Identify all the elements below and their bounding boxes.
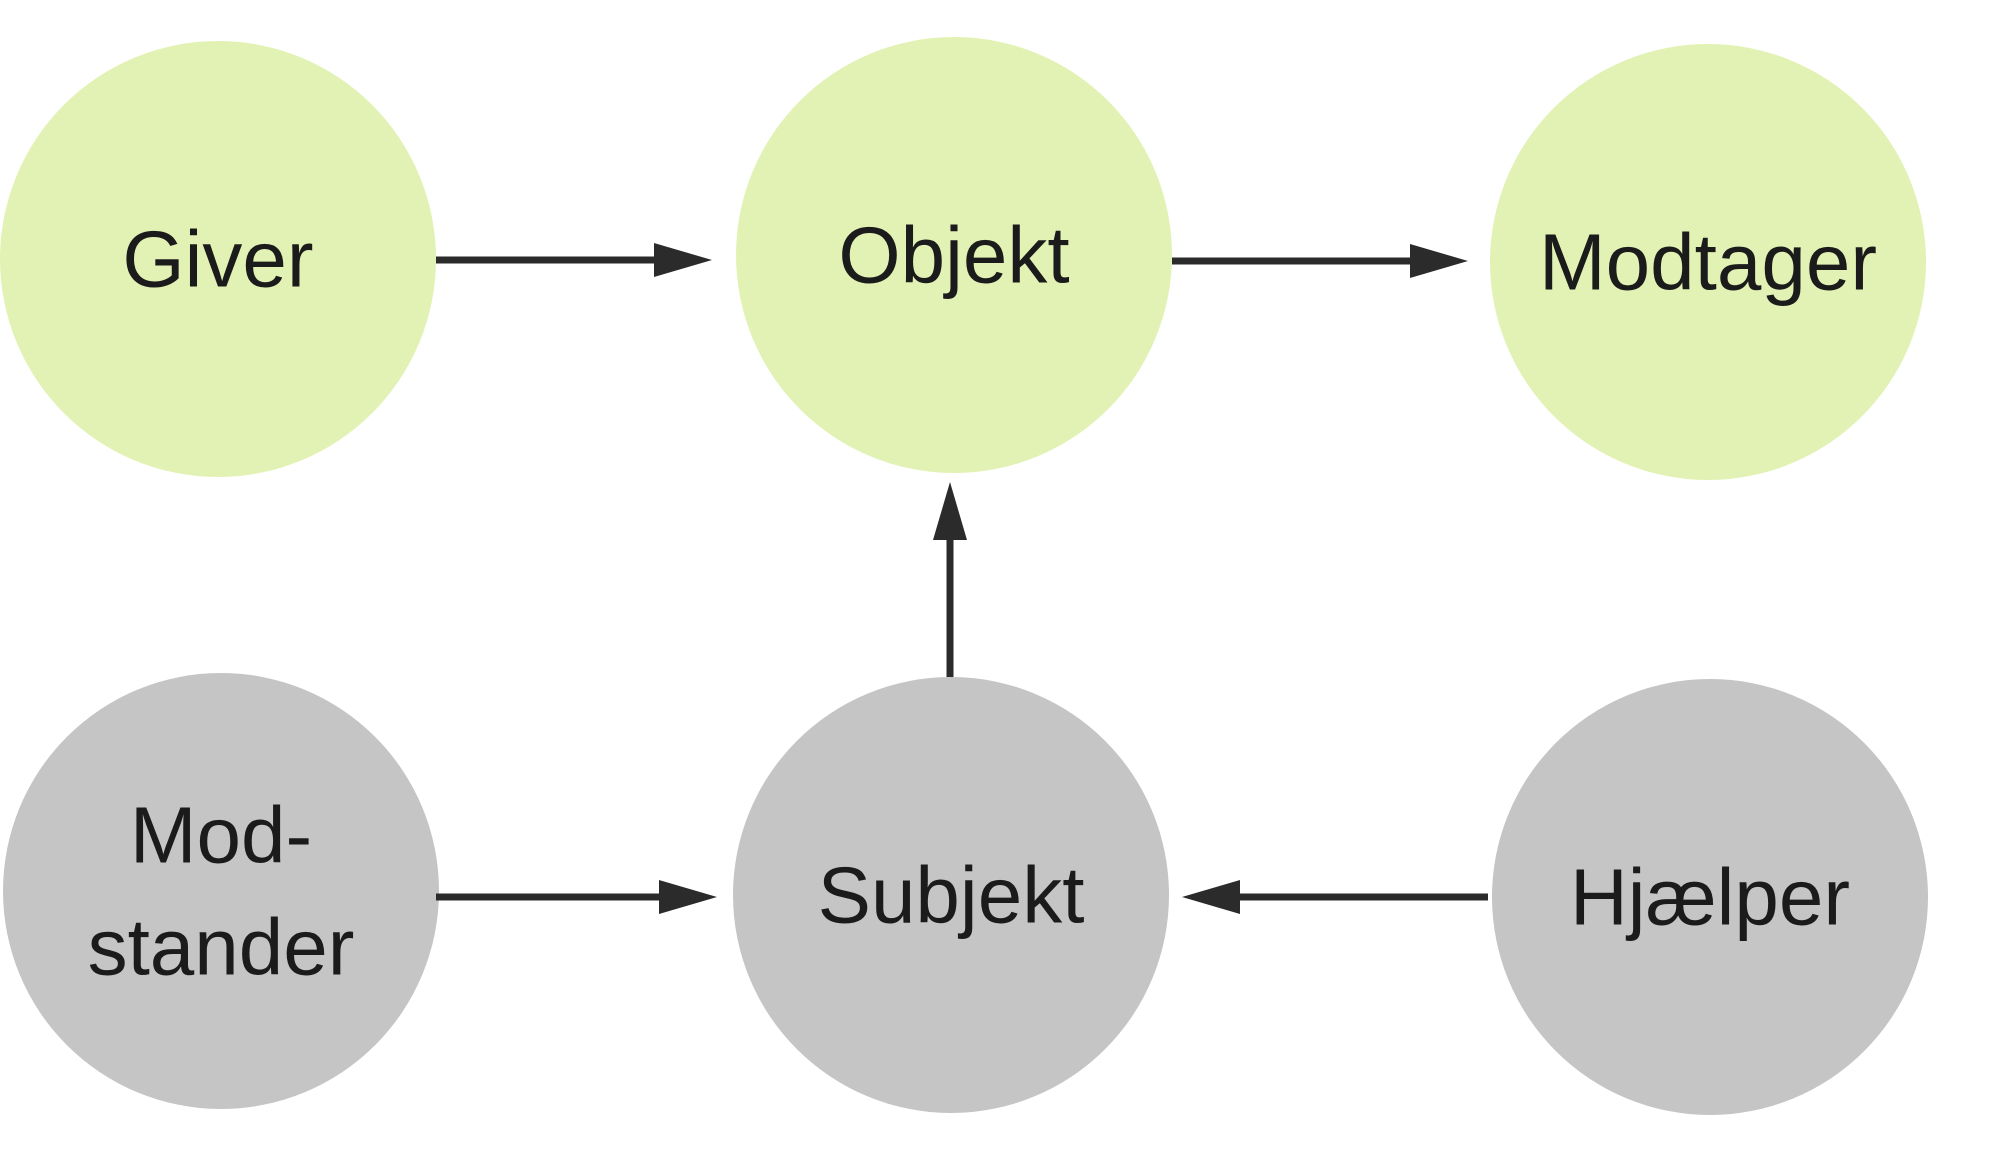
node-modtager-label: Modtager [1539, 218, 1877, 307]
node-subjekt-circle [733, 677, 1169, 1113]
arrow-giver-to-objekt-head [654, 243, 712, 277]
node-objekt-circle [736, 37, 1172, 473]
arrow-modstander-to-subjekt [436, 880, 717, 914]
node-giver-label: Giver [122, 215, 313, 304]
node-modstander-circle [3, 673, 439, 1109]
node-giver-circle [0, 41, 436, 477]
node-modtager-circle [1490, 44, 1926, 480]
node-hjaelper-label: Hjælper [1570, 853, 1850, 942]
arrow-modstander-to-subjekt-head [659, 880, 717, 914]
arrow-subjekt-to-objekt-head [933, 482, 967, 540]
node-modstander-label-line1: Mod- [130, 791, 312, 880]
node-hjaelper-circle [1492, 679, 1928, 1115]
node-modstander-label-line2: stander [88, 903, 355, 992]
arrow-hjaelper-to-subjekt-head [1182, 880, 1240, 914]
arrow-giver-to-objekt [436, 243, 712, 277]
arrow-subjekt-to-objekt [933, 482, 967, 677]
arrow-hjaelper-to-subjekt [1182, 880, 1488, 914]
arrow-objekt-to-modtager-head [1410, 244, 1468, 278]
arrow-objekt-to-modtager [1172, 244, 1468, 278]
node-subjekt-label: Subjekt [818, 851, 1085, 940]
node-objekt-label: Objekt [838, 211, 1069, 300]
